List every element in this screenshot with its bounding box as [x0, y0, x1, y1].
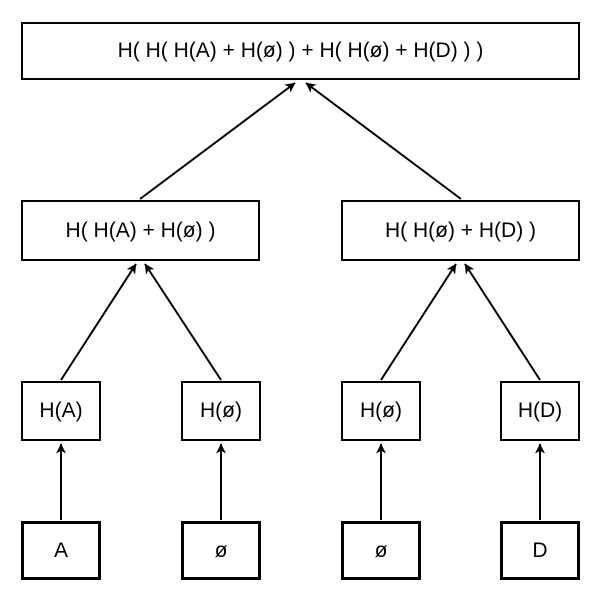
node-internal-hash-right: H( H(ø) + H(D) ) — [341, 200, 580, 261]
data-block-a-label: A — [53, 538, 68, 562]
data-block-empty2-label: ø — [374, 538, 388, 562]
data-block-d-label: D — [532, 538, 548, 562]
node-root-hash: H( H( H(A) + H(ø) ) + H( H(ø) + H(D) ) ) — [21, 22, 580, 80]
node-leaf-hash-empty1: H(ø) — [181, 381, 261, 441]
data-block-a: A — [21, 521, 101, 580]
data-block-empty2: ø — [341, 521, 421, 580]
node-root-hash-label: H( H( H(A) + H(ø) ) + H( H(ø) + H(D) ) ) — [117, 39, 484, 62]
node-leaf-hash-empty2-label: H(ø) — [360, 399, 402, 422]
node-leaf-hash-empty2: H(ø) — [341, 381, 421, 441]
arrow-hash-empty2-to-internal-right — [380, 263, 457, 381]
node-internal-hash-left: H( H(A) + H(ø) ) — [21, 200, 260, 261]
node-leaf-hash-a-label: H(A) — [39, 399, 83, 422]
node-leaf-hash-a: H(A) — [21, 381, 101, 441]
node-internal-hash-right-label: H( H(ø) + H(D) ) — [384, 218, 537, 242]
data-block-empty1-label: ø — [214, 538, 228, 562]
arrow-hash-d-to-internal-right — [464, 263, 541, 381]
node-leaf-hash-d: H(D) — [500, 381, 580, 441]
data-block-d: D — [500, 521, 580, 580]
arrow-internal-right-to-root — [305, 82, 462, 200]
node-leaf-hash-d-label: H(D) — [517, 399, 563, 422]
arrow-hash-a-to-internal-left — [60, 263, 137, 381]
arrow-hash-empty1-to-internal-left — [144, 263, 222, 381]
arrow-internal-left-to-root — [139, 82, 296, 200]
node-internal-hash-left-label: H( H(A) + H(ø) ) — [65, 218, 216, 242]
node-leaf-hash-empty1-label: H(ø) — [200, 399, 242, 422]
data-block-empty1: ø — [181, 521, 261, 580]
